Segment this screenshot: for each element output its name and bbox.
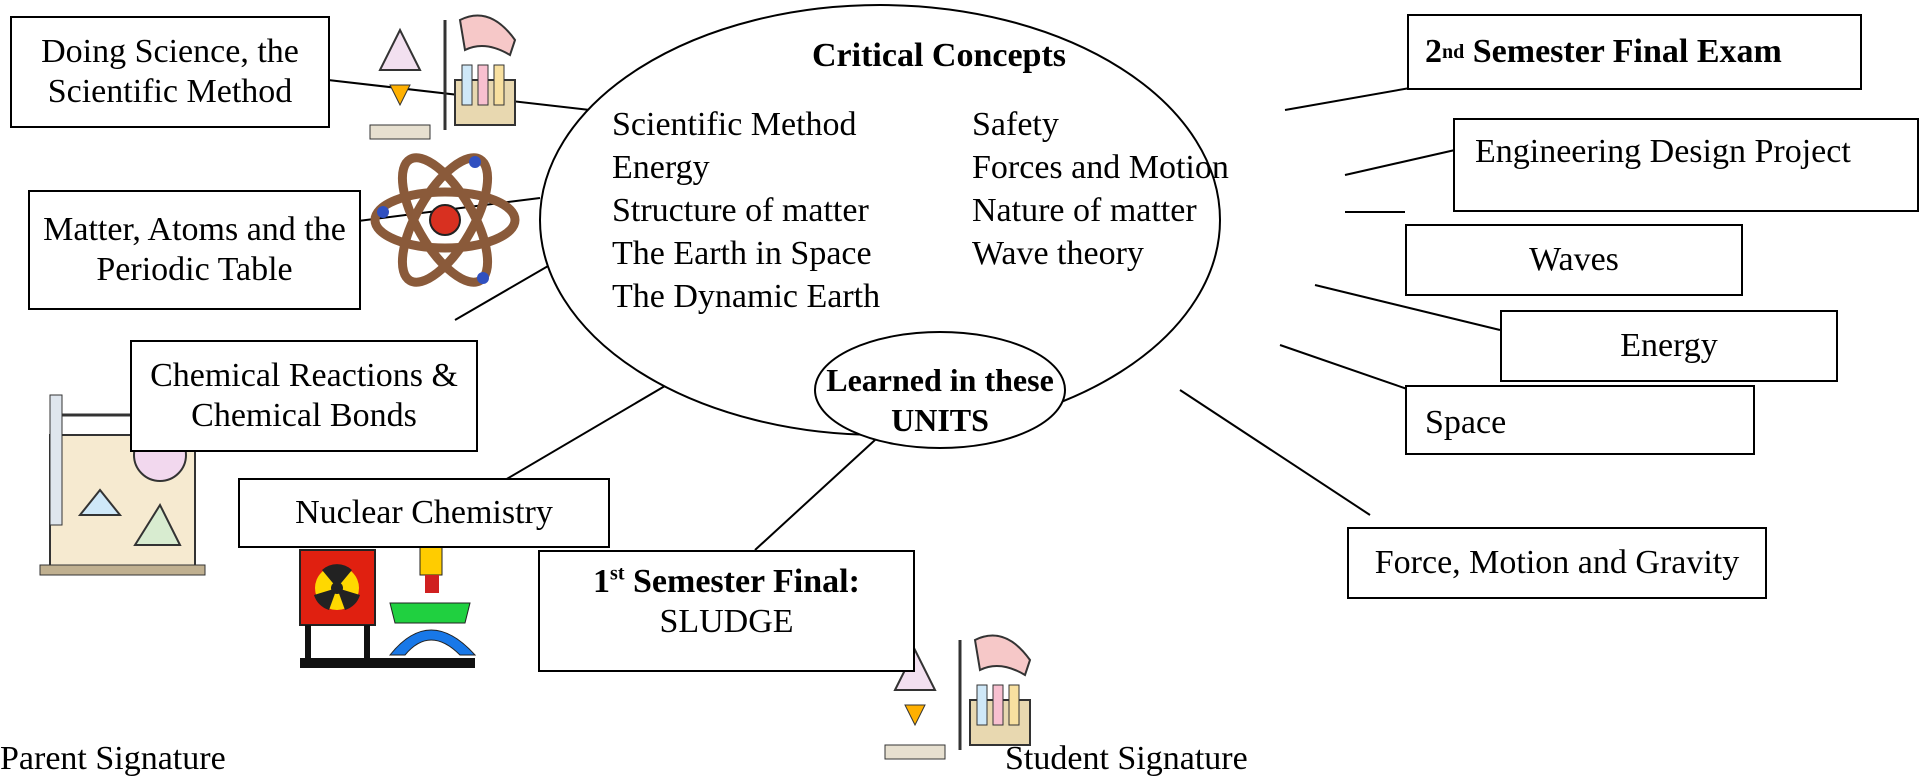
radiation-sign-icon bbox=[299, 549, 475, 668]
student-signature-label: Student Signature bbox=[1005, 740, 1248, 777]
first-final-title: 1st Semester Final: bbox=[593, 562, 860, 600]
worker-figure-icon bbox=[388, 534, 477, 656]
concept-item: The Earth in Space bbox=[612, 235, 872, 272]
chemistry-lab-icon-bottom bbox=[884, 634, 1032, 760]
atom-icon bbox=[370, 153, 520, 287]
concept-item: Forces and Motion bbox=[972, 149, 1229, 186]
learned-units-ellipse bbox=[814, 331, 1066, 449]
concept-item: Structure of matter bbox=[612, 192, 869, 229]
learned-units-label: Learned in these UNITS bbox=[826, 362, 1054, 438]
unit-waves: Waves bbox=[1405, 224, 1743, 296]
unit-space: Space bbox=[1405, 385, 1755, 455]
parent-signature-label: Parent Signature bbox=[0, 740, 226, 777]
concept-item: Energy bbox=[612, 149, 710, 186]
concept-item: Safety bbox=[972, 106, 1059, 143]
concept-item: Nature of matter bbox=[972, 192, 1197, 229]
unit-energy: Energy bbox=[1500, 310, 1838, 382]
unit-engineering-design: Engineering Design Project bbox=[1453, 118, 1919, 212]
unit-force-motion-gravity: Force, Motion and Gravity bbox=[1347, 527, 1767, 599]
critical-concepts-title: Critical Concepts bbox=[812, 37, 1067, 74]
concept-item: Scientific Method bbox=[612, 106, 857, 143]
concepts-right-list: Safety Forces and Motion Nature of matte… bbox=[972, 103, 1229, 275]
chemistry-lab-icon bbox=[369, 14, 517, 140]
unit-nuclear-chemistry: Nuclear Chemistry bbox=[238, 478, 610, 548]
concept-item: Wave theory bbox=[972, 235, 1144, 272]
unit-matter-atoms: Matter, Atoms and the Periodic Table bbox=[28, 190, 361, 310]
distillation-apparatus-icon bbox=[39, 394, 206, 576]
unit-doing-science: Doing Science, the Scientific Method bbox=[10, 16, 330, 128]
unit-chemical-reactions: Chemical Reactions & Chemical Bonds bbox=[130, 340, 478, 452]
concept-item: The Dynamic Earth bbox=[612, 278, 881, 315]
first-final-name: SLUDGE bbox=[659, 603, 794, 640]
connector-lines bbox=[327, 79, 1501, 551]
first-semester-final-box: 1st Semester Final: SLUDGE bbox=[538, 550, 915, 672]
concepts-left-list: Scientific Method Energy Structure of ma… bbox=[612, 103, 880, 318]
